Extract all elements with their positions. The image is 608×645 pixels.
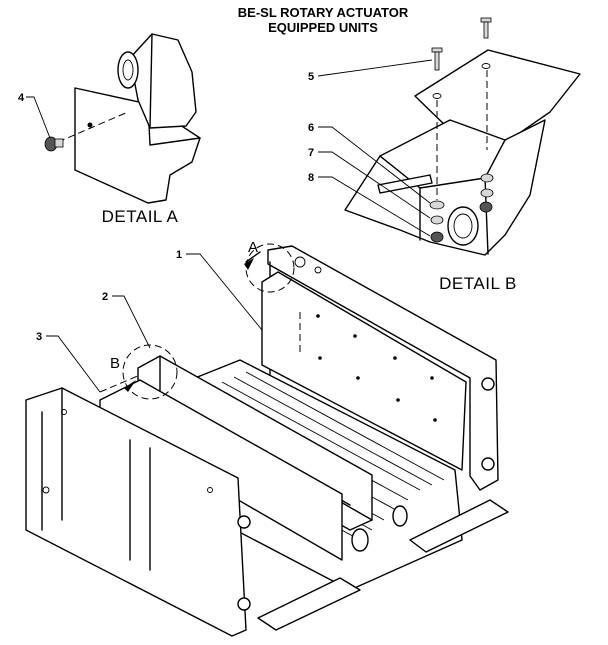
callout-2: 2 [102, 291, 108, 303]
hinged-plate-item-1 [261, 271, 467, 471]
detail-b-label: DETAIL B [439, 274, 517, 293]
plate-screw-holes [316, 314, 437, 422]
detail-a-bolt-hole [87, 122, 93, 128]
callout-1: 1 [176, 249, 182, 261]
bolt-item-4 [44, 122, 93, 152]
rear-frame [267, 245, 499, 491]
detail-b-shaft-hole [447, 206, 479, 246]
callout-3: 3 [36, 331, 42, 343]
bottom-rail-right [409, 499, 509, 553]
nut-washer-stack [429, 173, 494, 243]
detail-a-view: 4 DETAIL A [18, 33, 201, 226]
callout-4: 4 [18, 92, 25, 104]
title-line-2: EQUIPPED UNITS [268, 20, 378, 35]
detail-a-label: DETAIL A [102, 207, 179, 226]
view-marker-a: A [248, 239, 258, 256]
main-assembly: A B 1 2 3 [25, 239, 509, 637]
callout-6: 6 [308, 122, 314, 134]
detail-a-actuator-body [129, 33, 197, 129]
callout-7: 7 [308, 147, 314, 159]
bottom-rail-left [257, 577, 361, 631]
diagram-title: BE-SL ROTARY ACTUATOR EQUIPPED UNITS [238, 5, 409, 35]
detail-a-circle [245, 243, 295, 293]
title-line-1: BE-SL ROTARY ACTUATOR [238, 5, 409, 20]
detail-b-mount-block [344, 119, 546, 256]
detail-b-view: 5 6 7 8 DETAIL B [308, 17, 581, 293]
callout-5: 5 [308, 71, 314, 83]
callout-8: 8 [308, 172, 314, 184]
bolt-item-5 [431, 17, 492, 71]
detail-b-circle [122, 344, 178, 400]
detail-a-shaft-end [117, 51, 139, 89]
view-marker-b: B [110, 355, 120, 372]
